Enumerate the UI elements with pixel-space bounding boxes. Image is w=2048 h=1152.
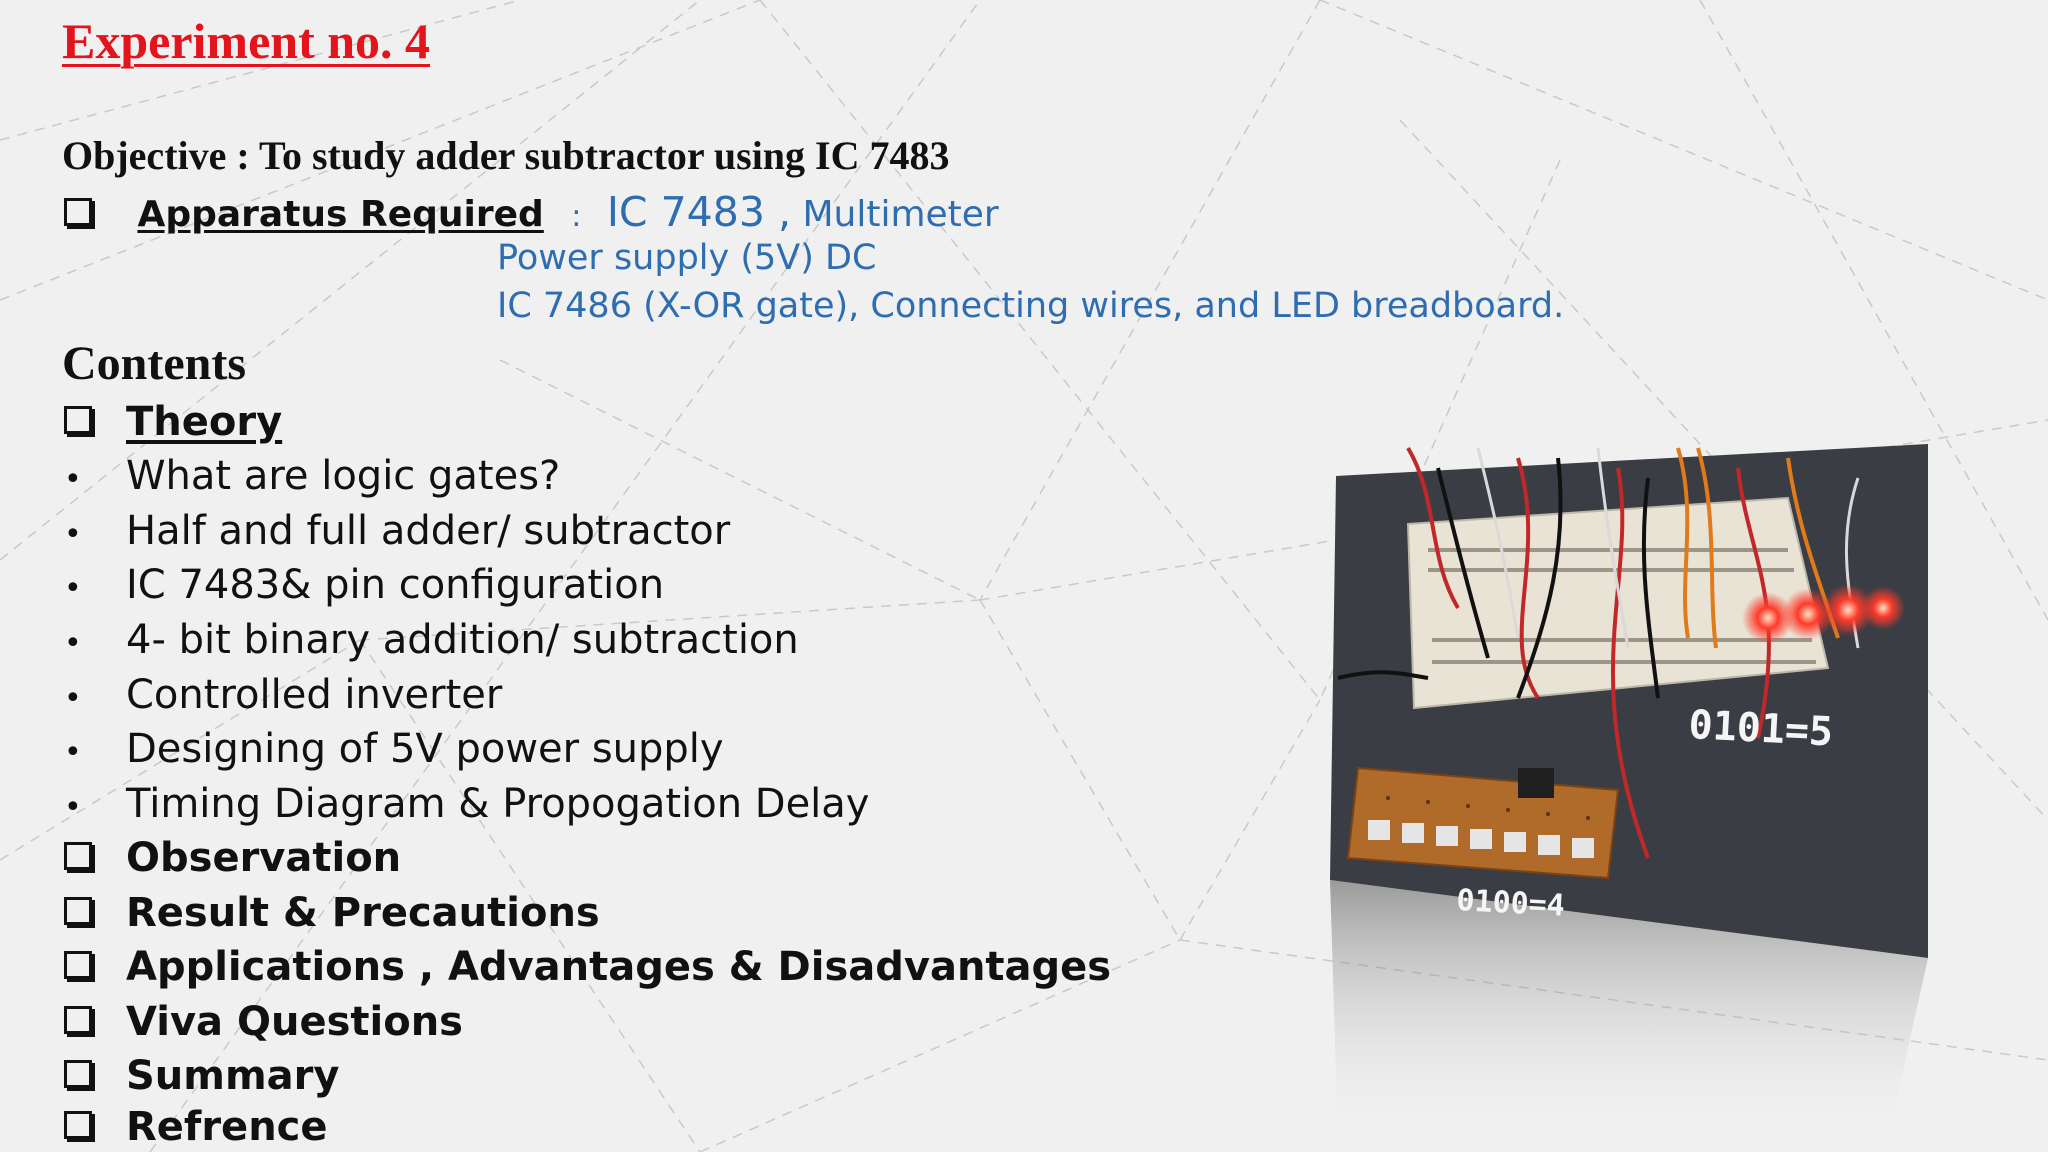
- apparatus-row: Apparatus Required : IC 7483 , Multimete…: [64, 188, 999, 236]
- theory-item: • Controlled inverter: [64, 670, 502, 720]
- section-label: Applications , Advantages & Disadvantage…: [126, 944, 1112, 990]
- bullet-icon: •: [64, 735, 82, 770]
- checkbox-icon: [64, 1111, 92, 1139]
- checkbox-icon: [64, 1060, 92, 1088]
- section-item: Observation: [64, 833, 401, 883]
- apparatus-colon: :: [571, 199, 582, 234]
- theory-item: • IC 7483& pin configuration: [64, 560, 664, 610]
- checkbox-icon: [64, 1006, 92, 1034]
- theory-heading: Theory: [64, 397, 282, 447]
- section-label: Refrence: [126, 1104, 328, 1150]
- section-label: Viva Questions: [126, 999, 463, 1045]
- apparatus-label: Apparatus Required: [137, 194, 544, 235]
- theory-item-text: IC 7483& pin configuration: [126, 562, 665, 608]
- breadboard-photo-illustration: 0101=5 0100=4: [1330, 444, 1928, 1138]
- apparatus-item-multimeter: Multimeter: [802, 194, 999, 235]
- checkbox-icon: [64, 951, 92, 979]
- bullet-icon: •: [64, 681, 82, 716]
- section-item: Viva Questions: [64, 997, 463, 1047]
- bullet-icon: •: [64, 571, 82, 606]
- bullet-icon: •: [64, 462, 82, 497]
- theory-item-text: 4- bit binary addition/ subtraction: [126, 617, 799, 663]
- section-item: Result & Precautions: [64, 888, 600, 938]
- slide-title: Experiment no. 4: [62, 13, 431, 69]
- bullet-icon: •: [64, 626, 82, 661]
- theory-item: • Designing of 5V power supply: [64, 724, 724, 774]
- section-label: Result & Precautions: [126, 890, 600, 936]
- objective-text: Objective : To study adder subtractor us…: [62, 133, 950, 178]
- contents-heading: Contents: [62, 337, 247, 390]
- section-label: Observation: [126, 835, 402, 881]
- theory-item-text: Timing Diagram & Propogation Delay: [126, 781, 870, 827]
- photo-label-bottom: 0100=4: [1456, 883, 1566, 924]
- theory-item-text: What are logic gates?: [126, 453, 561, 499]
- apparatus-item-ic: IC 7483 ,: [606, 188, 791, 236]
- checkbox-icon: [64, 198, 92, 226]
- photo-label-top: 0101=5: [1687, 702, 1834, 755]
- checkbox-icon: [64, 406, 92, 434]
- section-item: Summary: [64, 1051, 339, 1101]
- theory-label: Theory: [126, 399, 283, 445]
- theory-item-text: Designing of 5V power supply: [126, 726, 724, 772]
- bullet-icon: •: [64, 517, 82, 552]
- breadboard-photo: 0101=5 0100=4: [1318, 438, 1958, 1138]
- apparatus-item-power-supply: Power supply (5V) DC: [497, 238, 877, 278]
- apparatus-item-others: IC 7486 (X-OR gate), Connecting wires, a…: [497, 286, 1565, 326]
- theory-item: • 4- bit binary addition/ subtraction: [64, 615, 799, 665]
- section-label: Summary: [126, 1053, 340, 1099]
- bullet-icon: •: [64, 790, 82, 825]
- section-item: Refrence: [64, 1102, 328, 1152]
- theory-item-text: Controlled inverter: [126, 672, 503, 718]
- theory-item-text: Half and full adder/ subtractor: [126, 508, 731, 554]
- checkbox-icon: [64, 897, 92, 925]
- theory-item: • What are logic gates?: [64, 451, 560, 501]
- theory-item: • Timing Diagram & Propogation Delay: [64, 779, 869, 829]
- checkbox-icon: [64, 842, 92, 870]
- section-item: Applications , Advantages & Disadvantage…: [64, 942, 1111, 992]
- theory-item: • Half and full adder/ subtractor: [64, 506, 730, 556]
